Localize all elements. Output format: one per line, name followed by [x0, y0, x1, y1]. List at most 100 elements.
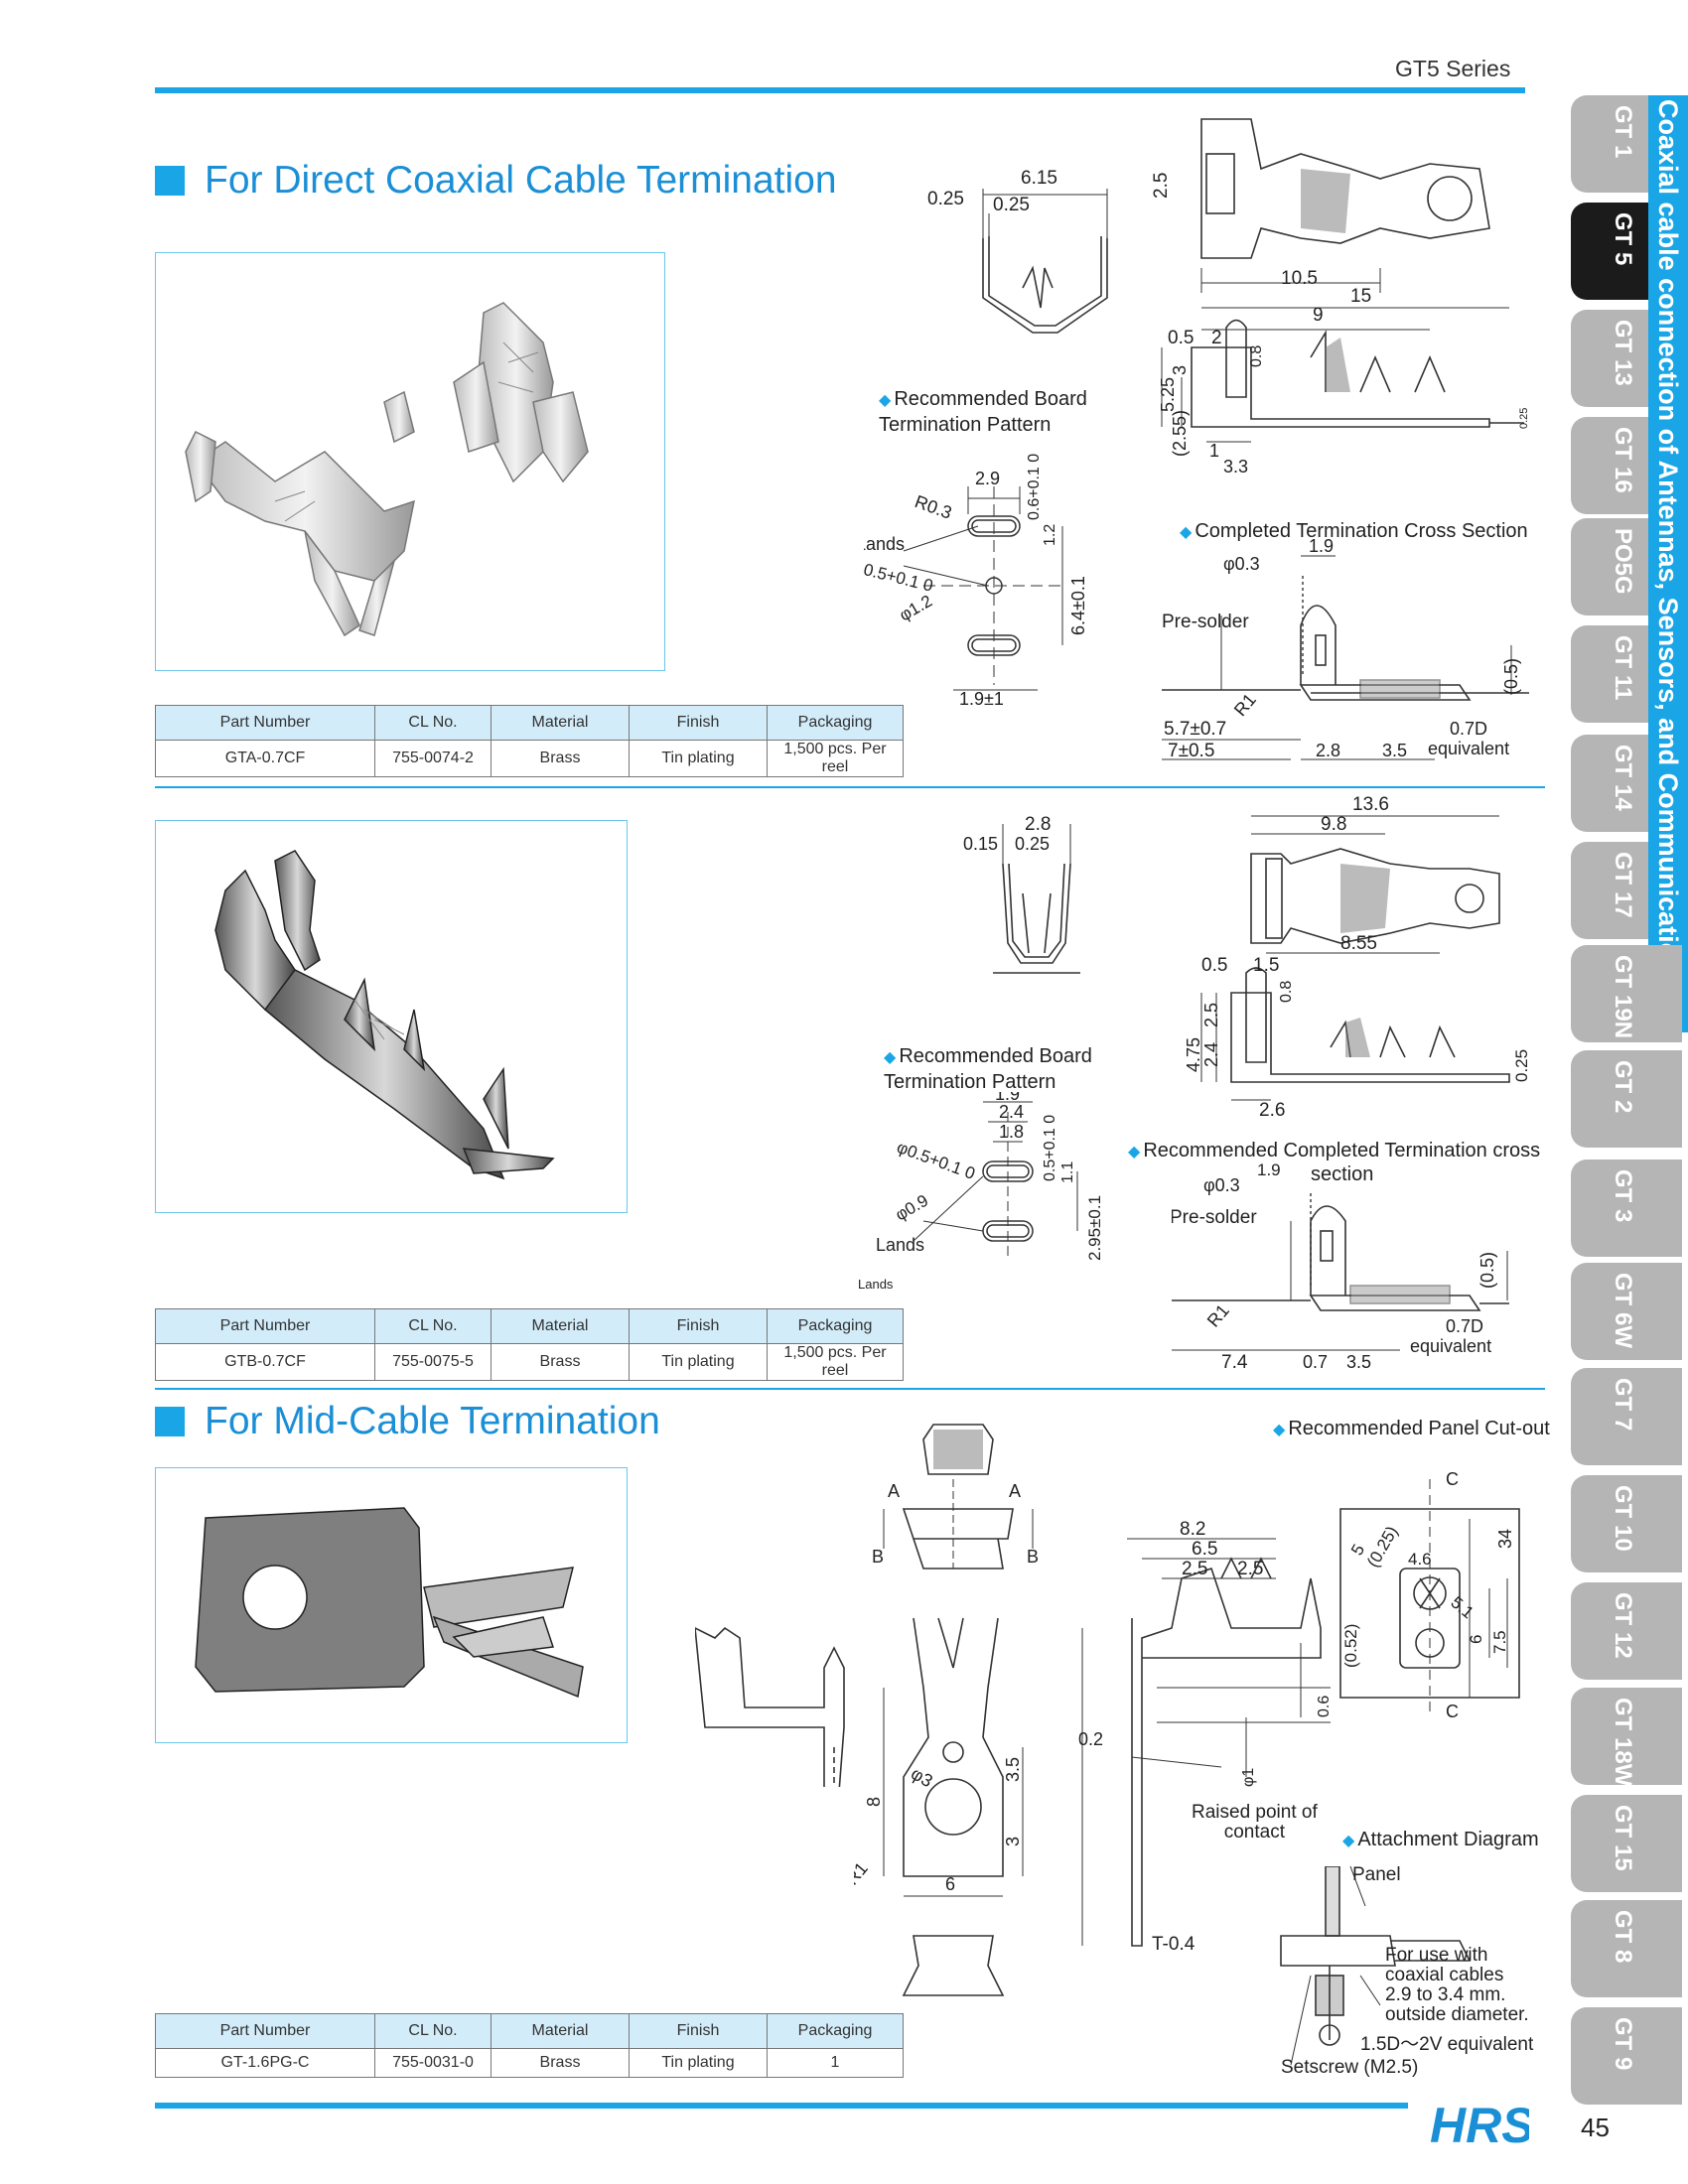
tab-label: PO5G	[1610, 528, 1636, 595]
svg-text:0.7: 0.7	[1303, 1352, 1328, 1370]
gtb-board-pattern: 1.9 2.4 1.8 0.5+0.1 0 1.1 φ0.5+0.1 0 φ0.…	[858, 1092, 1104, 1291]
svg-text:C: C	[1446, 1469, 1459, 1489]
footer-rule	[155, 2103, 1408, 2109]
tab-gt3[interactable]: GT 3	[1571, 1160, 1682, 1257]
svg-text:0.7D: 0.7D	[1446, 1316, 1483, 1336]
tab-label: GT 10	[1610, 1485, 1636, 1552]
svg-text:2.5: 2.5	[1237, 1559, 1263, 1579]
svg-text:3.5: 3.5	[1382, 741, 1407, 760]
svg-text:4.6: 4.6	[1408, 1550, 1432, 1569]
svg-text:HRS: HRS	[1430, 2098, 1529, 2152]
svg-text:2.8: 2.8	[1025, 814, 1051, 835]
gta-top-side-view: 2.5 10.5 15 9 0.5 2 0.8 5.25 3 (2.55) 1 …	[1152, 118, 1529, 477]
svg-text:Pre-solder: Pre-solder	[1172, 1207, 1257, 1228]
svg-text:2.5: 2.5	[1152, 173, 1172, 199]
svg-text:5: 5	[1072, 1688, 1076, 1698]
svg-text:B: B	[872, 1547, 884, 1567]
raised-point-label: Raised point of contact	[1192, 1802, 1318, 1843]
section-divider	[155, 1388, 1545, 1390]
svg-text:2.4: 2.4	[1201, 1042, 1221, 1067]
tab-gt9[interactable]: GT 9	[1571, 2007, 1682, 2105]
gta-board-title: Recommended Board Termination Pattern	[879, 387, 1087, 437]
svg-text:1.5: 1.5	[1253, 955, 1279, 976]
svg-text:2: 2	[1211, 328, 1222, 348]
tab-gt12[interactable]: GT 12	[1571, 1582, 1682, 1680]
hrs-logo: HRS	[1430, 2098, 1529, 2152]
gtb-front-view: 2.8 0.15 0.25	[963, 814, 1080, 974]
tab-gt6w[interactable]: GT 6W	[1571, 1263, 1682, 1360]
gta-cross-section: 1.9 φ0.3 Pre-solder (0.5) R1 5.7±0.7 7±0…	[1162, 536, 1529, 761]
svg-text:0.7D: 0.7D	[1450, 719, 1487, 739]
svg-text:0.25: 0.25	[1518, 408, 1529, 429]
tab-label: GT 2	[1610, 1060, 1636, 1114]
svg-text:7.4: 7.4	[1221, 1352, 1248, 1370]
svg-text:1.2: 1.2	[1042, 524, 1058, 546]
svg-text:1: 1	[1209, 441, 1219, 461]
svg-text:0.15: 0.15	[963, 834, 998, 854]
svg-text:6.15: 6.15	[1021, 168, 1057, 189]
gtb-cross-title: Recommended Completed Termination cross	[1128, 1140, 1540, 1162]
svg-text:15: 15	[1350, 286, 1371, 307]
svg-text:0.25: 0.25	[993, 195, 1030, 215]
svg-text:(0.5): (0.5)	[1501, 658, 1521, 695]
svg-text:1.8: 1.8	[999, 1122, 1024, 1142]
tab-gt8[interactable]: GT 8	[1571, 1900, 1682, 1997]
svg-text:8.55: 8.55	[1340, 933, 1377, 954]
tab-label: GT 8	[1610, 1910, 1636, 1964]
svg-text:R1: R1	[854, 1858, 872, 1888]
svg-text:3.5: 3.5	[1003, 1757, 1023, 1782]
svg-text:φ1: φ1	[1240, 1768, 1257, 1787]
svg-text:0.8: 0.8	[1248, 345, 1265, 367]
svg-text:B: B	[1027, 1547, 1039, 1567]
attachment-diagram: Panel	[1280, 1866, 1472, 2066]
tab-label: GT 12	[1610, 1592, 1636, 1659]
page-number: 45	[1581, 2113, 1610, 2142]
tab-gt15[interactable]: GT 15	[1571, 1795, 1682, 1892]
svg-text:8.2: 8.2	[1180, 1519, 1205, 1540]
svg-text:T-0.4: T-0.4	[1152, 1934, 1196, 1955]
panel-cutout: C C 34 5 (0.25) 4.6 5.1 6 7.5 (0.52)	[1339, 1469, 1520, 1721]
svg-text:7.5: 7.5	[1490, 1630, 1509, 1654]
tab-gt5[interactable]: GT 5	[1571, 203, 1648, 300]
svg-text:1.1: 1.1	[1059, 1161, 1076, 1183]
svg-text:R0.3: R0.3	[913, 491, 955, 523]
gtb-top-side-view: 13.6 9.8 8.55 0.5 1.5 0.8 4.75 2.5 2.4 2…	[1184, 794, 1529, 1121]
tab-label: GT 18W	[1610, 1698, 1636, 1787]
section-divider	[155, 786, 1545, 788]
tab-gt1[interactable]: GT 1	[1571, 95, 1648, 193]
svg-text:Lands: Lands	[876, 1235, 924, 1255]
svg-text:6: 6	[945, 1874, 955, 1894]
mid-side-view: 8.2 6.5 2.5 2.5 5 0.2 0.6 φ1 T-0.4	[1072, 1519, 1331, 1955]
svg-text:9.8: 9.8	[1321, 814, 1346, 835]
svg-text:(0.5): (0.5)	[1477, 1252, 1497, 1289]
tab-label: GT 6W	[1610, 1273, 1636, 1348]
tab-gt14[interactable]: GT 14	[1571, 735, 1648, 832]
mid-views: A A B B 8 φ3 3.5 3 R1 6	[854, 1424, 1039, 1996]
tab-gt13[interactable]: GT 13	[1571, 310, 1648, 407]
mid-side-tab-view	[695, 1626, 845, 1787]
tab-gt18w[interactable]: GT 18W	[1571, 1688, 1682, 1787]
section-title-direct: For Direct Coaxial Cable Termination	[155, 159, 837, 203]
tab-gt2[interactable]: GT 2	[1571, 1050, 1682, 1148]
gtb-cross-title-2: section	[1311, 1163, 1374, 1185]
tab-gt17[interactable]: GT 17	[1571, 842, 1648, 939]
photo-gta	[155, 252, 665, 671]
svg-text:R1: R1	[1230, 690, 1260, 720]
tab-gt11[interactable]: GT 11	[1571, 625, 1648, 723]
tab-po5g[interactable]: PO5G	[1571, 518, 1648, 615]
tab-gt10[interactable]: GT 10	[1571, 1475, 1682, 1572]
tab-gt7[interactable]: GT 7	[1571, 1368, 1682, 1465]
svg-text:6: 6	[1467, 1635, 1485, 1644]
tab-gt19n[interactable]: GT 19N	[1571, 945, 1682, 1042]
tab-label: GT 17	[1610, 852, 1636, 918]
tab-gt16[interactable]: GT 16	[1571, 417, 1648, 514]
svg-text:2.4: 2.4	[999, 1102, 1024, 1122]
svg-text:5.7±0.7: 5.7±0.7	[1164, 719, 1226, 740]
gtb-cross-section: 1.9 φ0.3 Pre-solder (0.5) R1 7.4 0.7 3.5…	[1172, 1161, 1509, 1370]
tab-label: GT 1	[1610, 105, 1636, 159]
